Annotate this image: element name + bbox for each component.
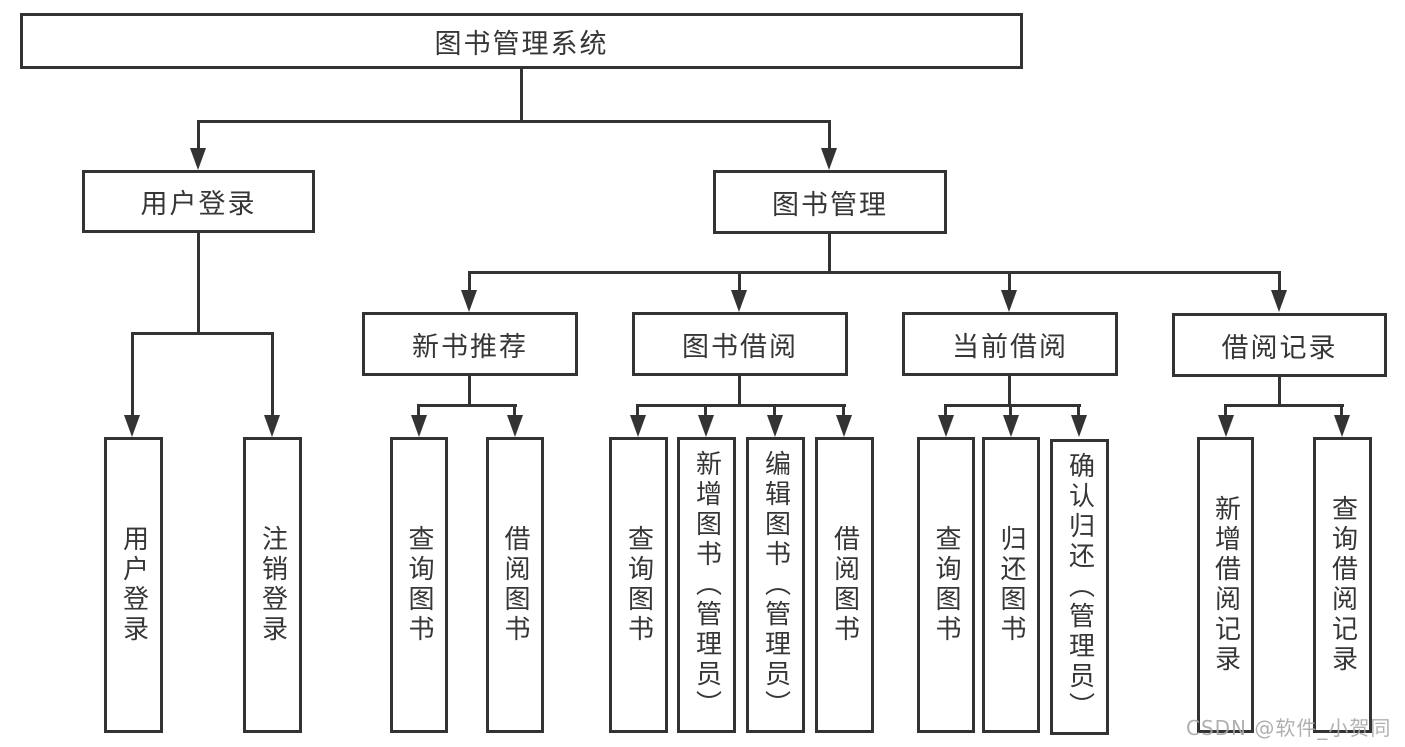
connector-drop-leaf: [842, 404, 845, 417]
connector-drop-book-borrow: [738, 271, 741, 292]
leaf-query-borrow-record: 查询借阅记录: [1313, 437, 1372, 733]
arrow-down-icon: [264, 415, 280, 437]
connector-borrow-record-rail: [1224, 404, 1344, 407]
connector-current-borrow-rail: [944, 404, 1081, 407]
connector-drop-leaf: [1009, 404, 1012, 417]
arrow-down-icon: [1271, 290, 1287, 312]
arrow-down-icon: [1003, 415, 1019, 437]
connector-new-book-stem: [468, 374, 471, 407]
connector-level2-rail: [197, 120, 831, 123]
connector-borrow-record-stem: [1278, 374, 1281, 407]
connector-current-borrow-stem: [1008, 374, 1011, 407]
connector-drop-leaf: [417, 404, 420, 417]
leaf-borrow-book-recommend: 借阅图书: [486, 437, 544, 733]
node-book-borrow: 图书借阅: [632, 312, 848, 376]
arrow-down-icon: [836, 415, 852, 437]
node-new-book-recommend: 新书推荐: [362, 312, 578, 376]
connector-user-login-rail: [131, 332, 274, 335]
leaf-user-login: 用户登录: [104, 437, 163, 733]
node-borrow-record: 借阅记录: [1172, 313, 1387, 377]
arrow-down-icon: [630, 415, 646, 437]
connector-drop-current-borrow: [1008, 271, 1011, 292]
connector-drop-leaf-user-login: [131, 332, 134, 417]
connector-user-login-stem: [197, 231, 200, 335]
arrow-down-icon: [767, 415, 783, 437]
connector-drop-leaf: [1077, 404, 1080, 417]
connector-drop-leaf: [1224, 404, 1227, 417]
arrow-down-icon: [411, 415, 427, 437]
arrow-down-icon: [461, 290, 477, 312]
connector-drop-leaf: [773, 404, 776, 417]
leaf-add-borrow-record: 新增借阅记录: [1197, 437, 1254, 733]
node-current-borrow: 当前借阅: [902, 312, 1118, 376]
arrow-down-icon: [124, 415, 140, 437]
connector-root-stem: [520, 67, 523, 122]
connector-drop-borrow-record: [1278, 271, 1281, 292]
leaf-query-book-borrow: 查询图书: [609, 437, 668, 733]
arrow-down-icon: [1334, 415, 1350, 437]
arrow-down-icon: [731, 290, 747, 312]
node-library-management-system: 图书管理系统: [20, 13, 1023, 69]
connector-level3-rail: [468, 271, 1281, 274]
connector-drop-leaf: [1340, 404, 1343, 417]
connector-drop-book-management: [828, 120, 831, 150]
node-book-management: 图书管理: [713, 170, 947, 234]
leaf-borrow-book: 借阅图书: [815, 437, 874, 733]
arrow-down-icon: [1218, 415, 1234, 437]
leaf-query-book-recommend: 查询图书: [390, 437, 448, 733]
connector-book-management-stem: [828, 232, 831, 273]
leaf-add-book-admin: 新增图书（管理员）: [677, 437, 736, 733]
connector-book-borrow-stem: [738, 374, 741, 407]
arrow-down-icon: [698, 415, 714, 437]
arrow-down-icon: [190, 148, 206, 170]
arrow-down-icon: [1071, 415, 1087, 437]
arrow-down-icon: [938, 415, 954, 437]
connector-new-book-rail: [417, 404, 517, 407]
connector-book-borrow-rail: [636, 404, 846, 407]
leaf-edit-book-admin: 编辑图书（管理员）: [746, 437, 805, 733]
csdn-watermark: CSDN @软件_小贺同学: [1186, 716, 1392, 747]
connector-drop-user-login: [197, 120, 200, 150]
node-user-login: 用户登录: [82, 170, 315, 233]
arrow-down-icon: [821, 148, 837, 170]
arrow-down-icon: [1001, 290, 1017, 312]
leaf-confirm-return-admin: 确认归还（管理员）: [1050, 439, 1109, 735]
connector-drop-leaf: [944, 404, 947, 417]
connector-drop-new-book: [468, 271, 471, 292]
leaf-query-book-current: 查询图书: [917, 437, 975, 733]
connector-drop-leaf: [636, 404, 639, 417]
connector-drop-leaf: [513, 404, 516, 417]
connector-drop-leaf: [704, 404, 707, 417]
connector-drop-leaf-logout: [271, 332, 274, 417]
leaf-return-book: 归还图书: [982, 437, 1040, 733]
leaf-logout-login: 注销登录: [243, 437, 302, 733]
arrow-down-icon: [507, 415, 523, 437]
